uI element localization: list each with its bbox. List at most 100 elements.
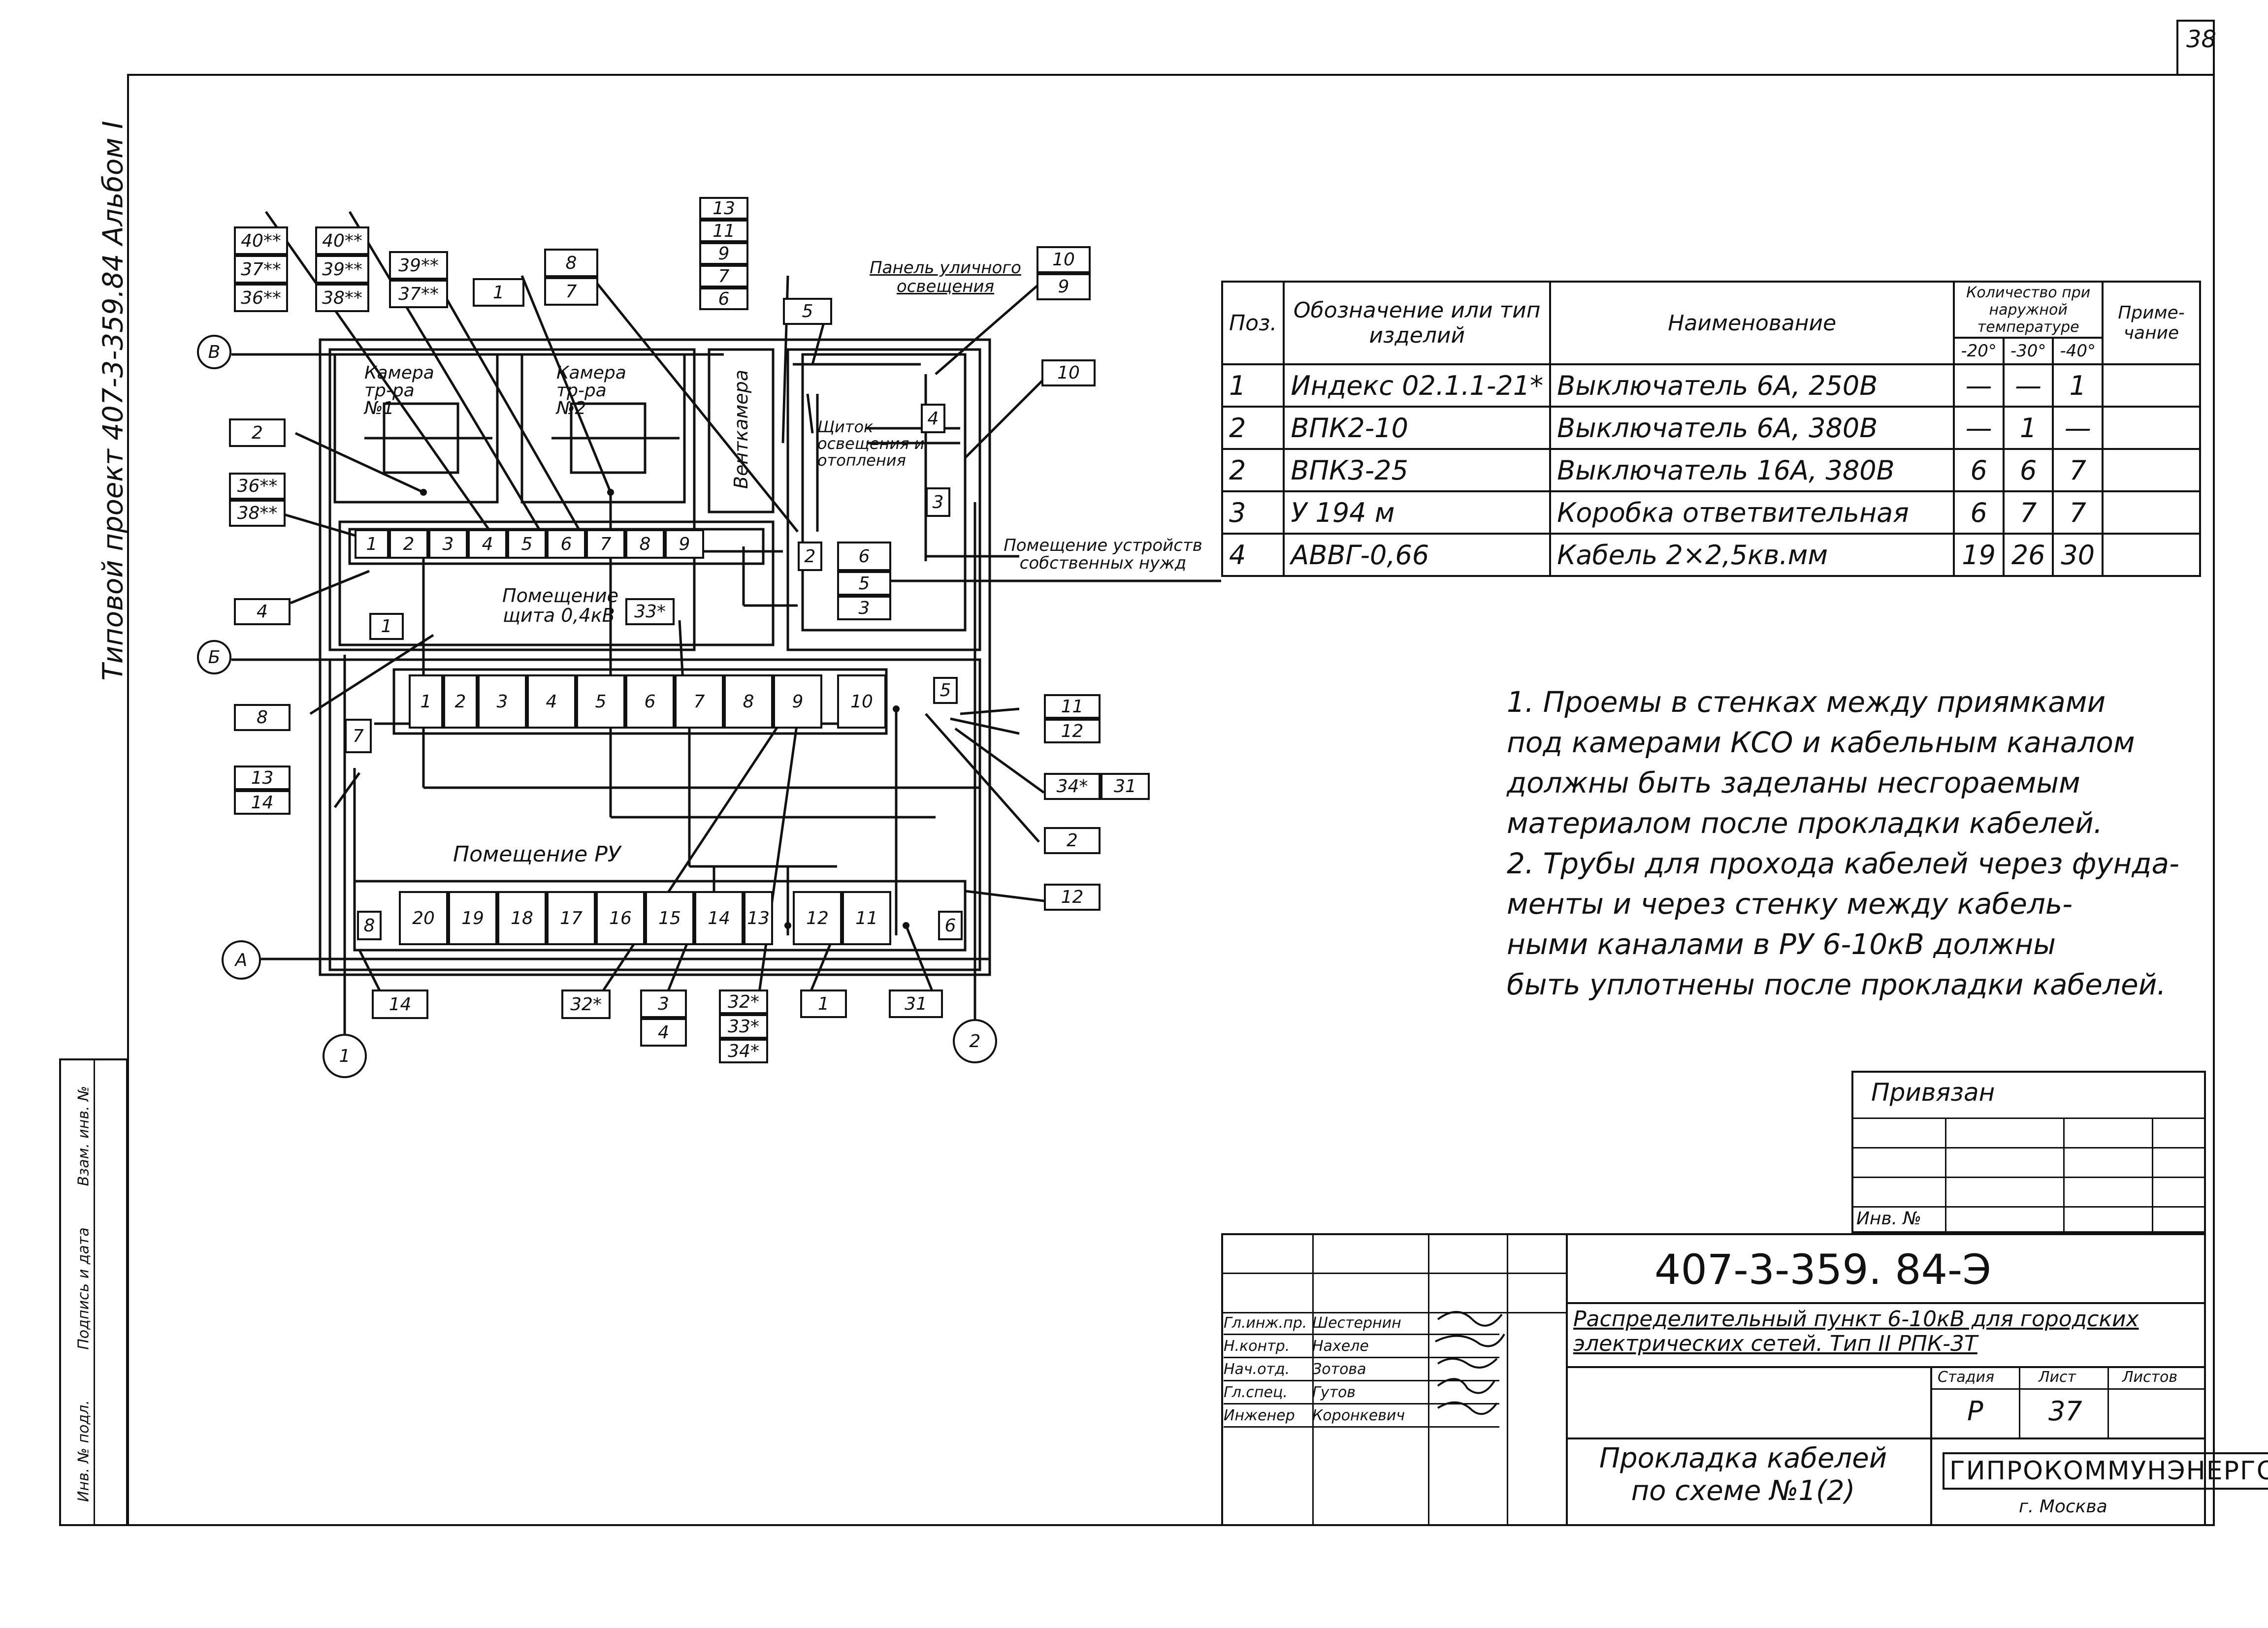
- signer-row: Гл.спец. Гутов: [1224, 1381, 1499, 1405]
- room-shield-lighting: Щиток освещения и отопления: [817, 417, 925, 470]
- tag-1-top: 1: [473, 278, 524, 307]
- ru-cell: 4: [527, 674, 576, 729]
- shield-cell: 6: [547, 529, 586, 559]
- tag-3: 3: [640, 990, 687, 1018]
- attached-vline: [2063, 1117, 2065, 1233]
- col-qty: Количество при наружной температуре: [1953, 281, 2104, 339]
- ru-cell: 18: [497, 891, 547, 945]
- box-1-shield: 1: [369, 613, 404, 640]
- signers: Гл.инж.пр. Шестернин Н.контр. Нахеле Нач…: [1224, 1312, 1499, 1428]
- box-6-ru: 6: [938, 911, 963, 940]
- axis-A: А: [222, 940, 261, 980]
- tag-stack-item: 6: [699, 287, 748, 310]
- tag-stack-item: 13: [699, 197, 748, 220]
- tag-14b: 14: [372, 990, 428, 1019]
- tag-stack-item: 9: [699, 242, 748, 265]
- ru-cell: 14: [694, 891, 744, 945]
- ru-cell: 5: [576, 674, 625, 729]
- tag-4: 4: [234, 598, 291, 625]
- cell-note: [2102, 448, 2201, 492]
- box-4-small: 4: [921, 404, 945, 433]
- tag-36b: 36**: [229, 473, 286, 500]
- note-line: должны быть заделаны несгораемым: [1507, 766, 2080, 799]
- shield-cell: 9: [665, 529, 704, 559]
- tag-39c: 39**: [389, 251, 448, 280]
- cell-name: Коробка ответвительная: [1549, 490, 1955, 535]
- ru-cell: 6: [625, 674, 675, 729]
- cell-note: [2102, 533, 2201, 577]
- attached-line: [1851, 1117, 2206, 1119]
- sheets-label: Листов: [2122, 1369, 2178, 1386]
- cell-q20: 6: [1953, 448, 2005, 492]
- tag-32: 32*: [561, 990, 611, 1019]
- tb-hline: [1221, 1273, 1566, 1274]
- tag-40a: 40**: [234, 226, 288, 255]
- cell-q40: 30: [2052, 533, 2104, 577]
- cell-note: [2102, 363, 2201, 408]
- cell-q20: 19: [1953, 533, 2005, 577]
- city: г. Москва: [2019, 1497, 2107, 1517]
- tag-2: 2: [229, 418, 286, 447]
- signature-mark: [1437, 1311, 1503, 1327]
- tag-stack-item: 7: [699, 265, 748, 287]
- ru-cell: 1: [409, 674, 443, 729]
- signature-mark: [1435, 1333, 1505, 1347]
- organization: ГИПРОКОММУНЭНЕРГО: [1943, 1452, 2268, 1490]
- shield-cell: 1: [355, 529, 389, 559]
- cell-type: Индекс 02.1.1-21*: [1283, 363, 1552, 408]
- cell-name: Выключатель 6А, 380В: [1549, 406, 1955, 450]
- sheet-title: Прокладка кабелей по схеме №1(2): [1599, 1442, 1887, 1507]
- tag-8: 8: [544, 249, 598, 277]
- stage-value: Р: [1967, 1396, 1983, 1427]
- tag-9: 9: [1037, 273, 1091, 300]
- table-row: 4 АВВГ-0,66 Кабель 2×2,5кв.мм 19 26 30: [1221, 533, 2201, 577]
- cell-pos: 4: [1221, 533, 1285, 577]
- ru-cell: 10: [837, 674, 886, 729]
- ru-cell: 16: [596, 891, 645, 945]
- tag-31b: 31: [889, 990, 943, 1018]
- sheet-value: 37: [2048, 1396, 2082, 1427]
- tag-1b: 1: [800, 990, 847, 1018]
- cell-q20: —: [1953, 406, 2005, 450]
- box-2-small: 2: [798, 542, 822, 571]
- ru-cell: 9: [773, 674, 822, 729]
- ru-cell: 17: [547, 891, 596, 945]
- note-line: материалом после прокладки кабелей.: [1507, 806, 2103, 840]
- note-line: менты и через стенку между кабель-: [1507, 887, 2073, 921]
- cell-pos: 3: [1221, 490, 1285, 535]
- cell-q30: 7: [2002, 490, 2054, 535]
- sheet-number: 38: [2186, 26, 2217, 53]
- col-t20: -20°: [1953, 337, 2005, 365]
- tag-37a: 37**: [234, 255, 288, 284]
- tag-38c: 38**: [229, 500, 286, 527]
- cell-q30: 1: [2002, 406, 2054, 450]
- ru-cell: 12: [793, 891, 842, 945]
- box-8-ru: 8: [357, 911, 382, 940]
- attached-label: Привязан: [1871, 1078, 1995, 1107]
- cell-note: [2102, 406, 2201, 450]
- col-t30: -30°: [2002, 337, 2054, 365]
- cell-q20: 6: [1953, 490, 2005, 535]
- signer-row: Инженер Коронкевич: [1224, 1405, 1499, 1428]
- col-name: Наименование: [1549, 281, 1955, 365]
- tb-vline: [2019, 1366, 2020, 1437]
- signature-mark: [1437, 1378, 1495, 1394]
- ru-cell: 3: [478, 674, 527, 729]
- room-own-needs: Помещение устройств собственных нужд: [1004, 536, 1202, 573]
- cell-q30: —: [2002, 363, 2054, 408]
- table-row: 2 ВПК2-10 Выключатель 6А, 380В — 1 —: [1221, 406, 2201, 450]
- shield-cell: 5: [507, 529, 547, 559]
- tag-7: 7: [544, 277, 598, 306]
- box-5-ru: 5: [933, 677, 958, 704]
- tag-33: 33*: [625, 598, 675, 625]
- tag-12: 12: [1044, 719, 1101, 743]
- signer-role: Инженер: [1224, 1406, 1295, 1424]
- own-cell-6: 6: [837, 542, 891, 571]
- sheet-number-box: [2176, 20, 2215, 74]
- cell-q30: 6: [2002, 448, 2054, 492]
- own-cell-3: 3: [837, 596, 891, 620]
- own-cell-5: 5: [837, 571, 891, 596]
- box-7-ru: 7: [345, 719, 372, 753]
- street-lighting-panel: Панель уличного освещения: [870, 258, 1021, 296]
